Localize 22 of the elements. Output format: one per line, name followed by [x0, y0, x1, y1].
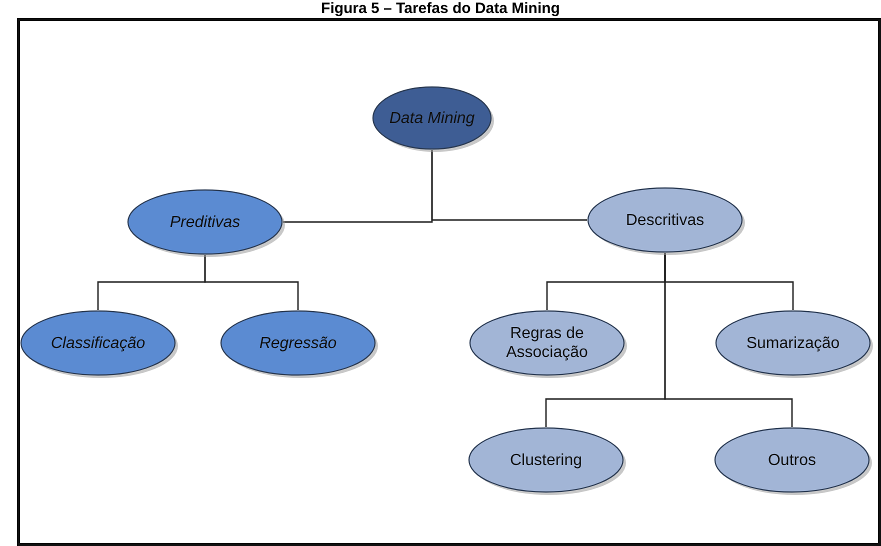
figure-title: Figura 5 – Tarefas do Data Mining: [320, 0, 561, 17]
task-ellipse: [715, 310, 871, 376]
task-ellipse: [469, 310, 625, 376]
task-ellipse: [127, 189, 283, 255]
task-ellipse: [587, 187, 743, 253]
task-label: Clustering: [508, 450, 584, 470]
task-label: Classificação: [50, 334, 146, 352]
task-label: Sumarização: [745, 334, 841, 352]
connector-line: [204, 255, 299, 310]
task-label: Data Mining: [388, 108, 476, 128]
task-label: Preditivas: [168, 212, 242, 232]
task-ellipse: [372, 86, 492, 150]
task-label: Regras de Associação: [505, 324, 589, 362]
task-ellipse: [20, 310, 176, 376]
task-ellipse: [220, 310, 376, 376]
task-ellipse: [468, 427, 624, 493]
connector-line: [664, 253, 793, 427]
task-label: Descritivas: [624, 210, 706, 230]
task-ellipse: [714, 427, 870, 493]
task-label: Outros: [766, 450, 817, 470]
task-label: Regressão: [258, 334, 338, 352]
connector-line: [431, 150, 587, 221]
